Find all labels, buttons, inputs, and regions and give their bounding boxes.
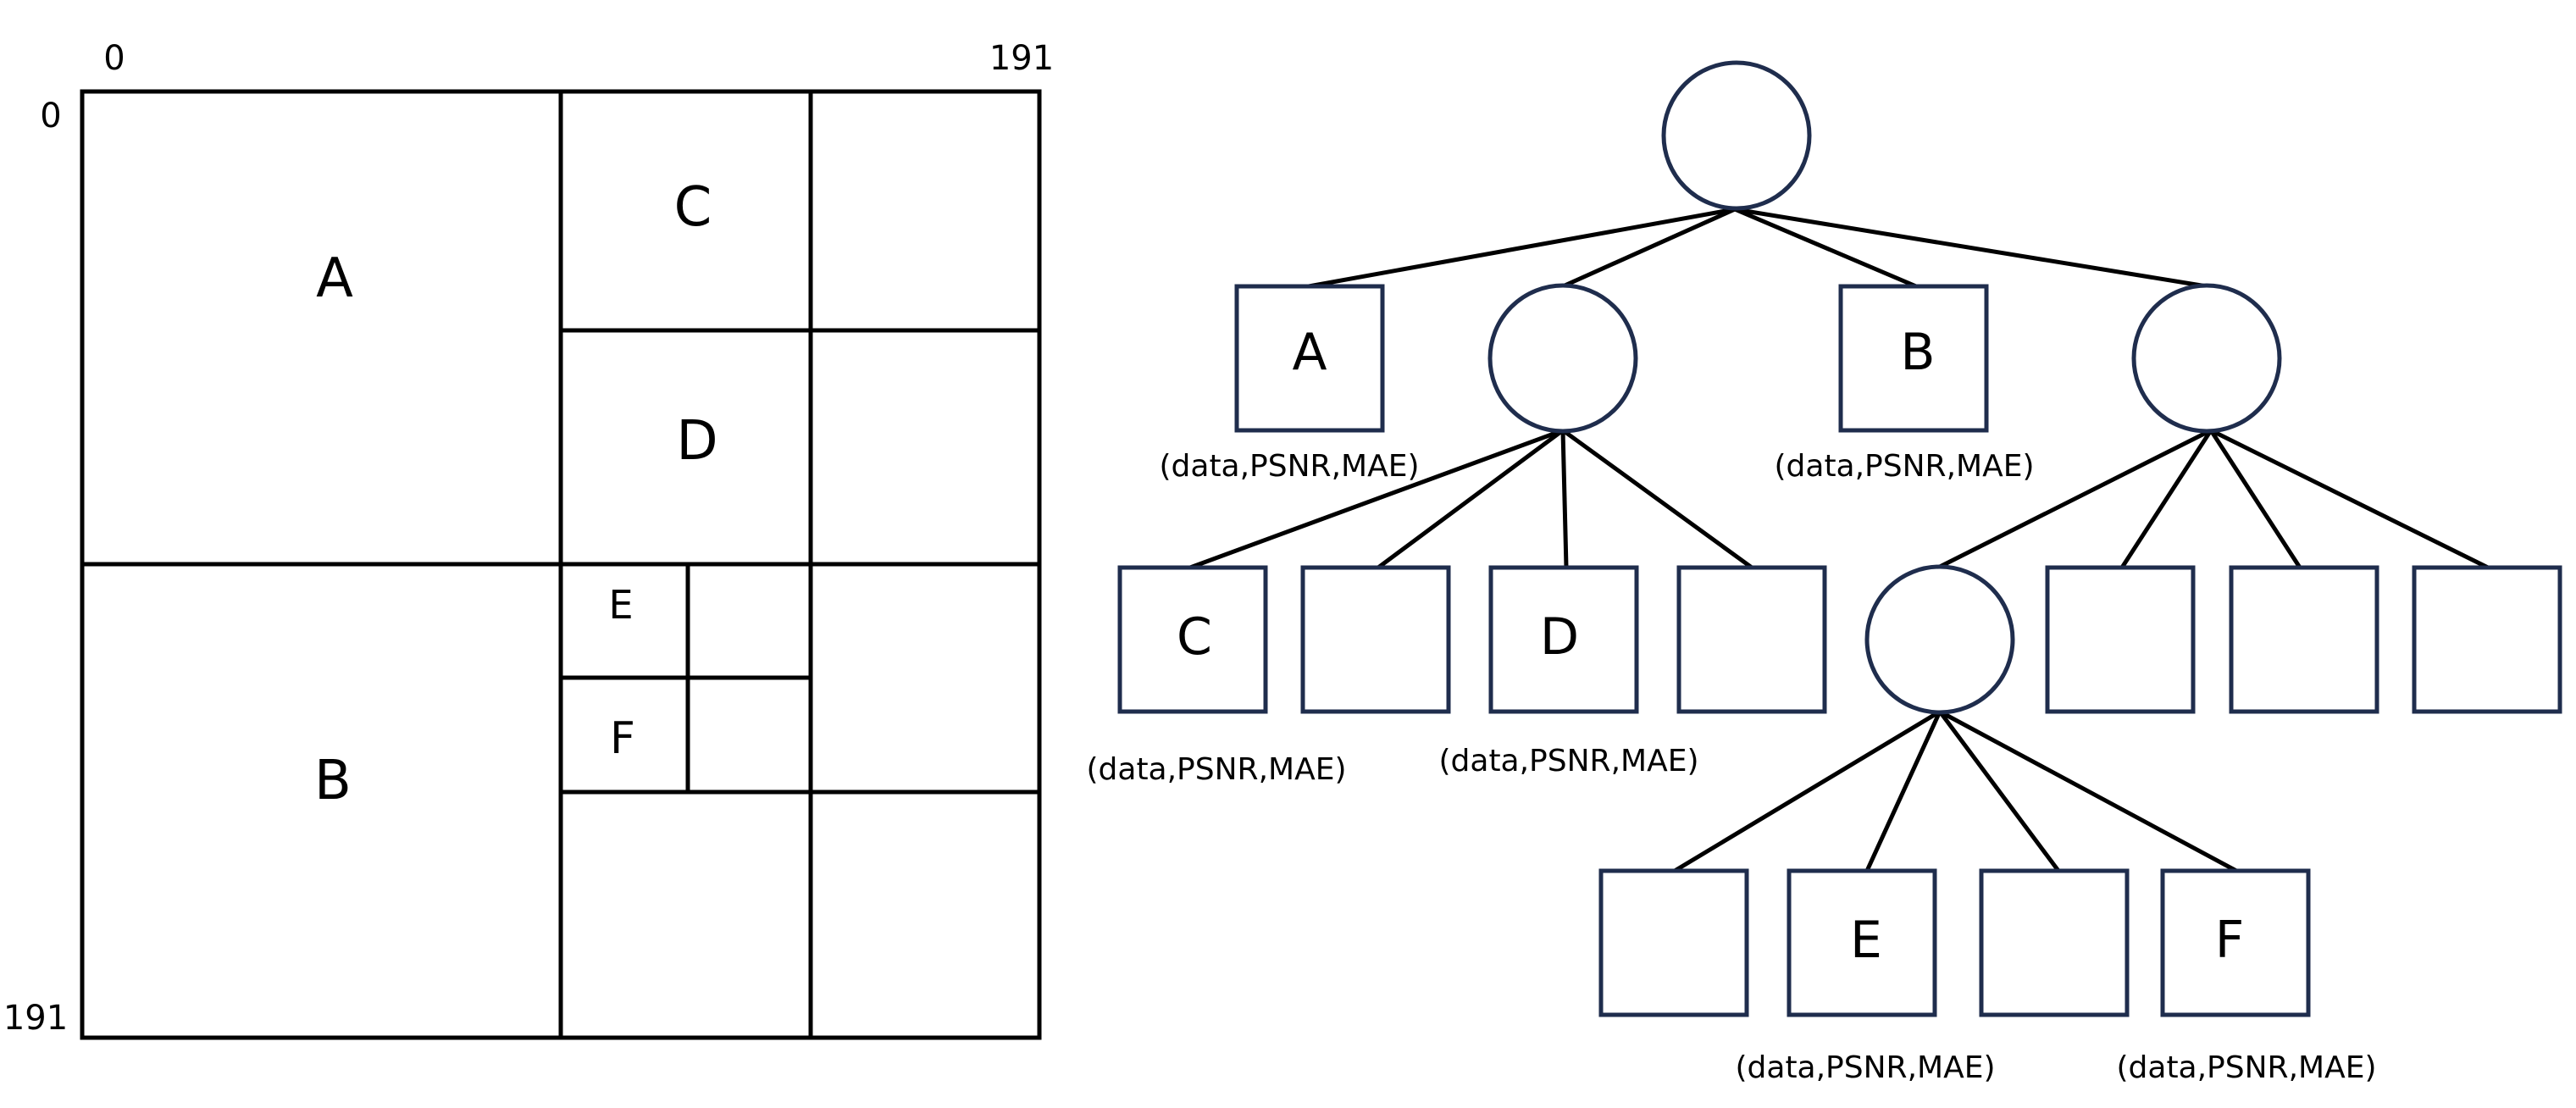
edge-root-n2 xyxy=(1734,207,2208,289)
tree-leaf-d: D xyxy=(1488,565,1639,714)
axis-label-y-end: 191 xyxy=(3,999,68,1038)
edge-n3-e xyxy=(1864,710,1942,873)
edge-root-b xyxy=(1734,207,1917,289)
quadtree: A B C D E F (data,PSNR xyxy=(1086,60,2562,1085)
tree-leaf-c: C xyxy=(1117,565,1268,714)
tree-leaf-label-c: C xyxy=(1177,607,1212,667)
edge-n3-f xyxy=(1938,709,2238,873)
tree-leaf-empty xyxy=(2412,565,2562,714)
region-label-c: C xyxy=(674,176,712,239)
tree-leaf-e: E xyxy=(1787,868,1937,1017)
tree-edges xyxy=(1189,207,2490,873)
edge-root-a xyxy=(1308,207,1736,289)
tree-leaf-a: A xyxy=(1234,284,1385,433)
region-label-f: F xyxy=(610,713,635,764)
tree-annotation-d: (data,PSNR,MAE) xyxy=(1438,744,1698,778)
tree-internal-node xyxy=(1864,564,2015,715)
tree-internal-node xyxy=(2131,283,2282,434)
edge-n3-leaf7 xyxy=(1937,710,2061,873)
tree-internal-node xyxy=(1487,283,1638,434)
edge-n2-n3 xyxy=(1936,428,2213,570)
edge-n2-leaf3 xyxy=(2119,429,2213,569)
axis-label-x-start: 0 xyxy=(103,39,125,78)
tree-root-node xyxy=(1661,60,1812,211)
edge-n1-d xyxy=(1560,429,1569,568)
axis-label-x-end: 191 xyxy=(989,39,1054,78)
edge-n1-leaf1 xyxy=(1377,428,1565,570)
region-label-e: E xyxy=(608,582,633,628)
tree-leaf-b: B xyxy=(1838,284,1989,433)
tree-annotation-b: (data,PSNR,MAE) xyxy=(1774,449,2034,484)
edge-n2-leaf4 xyxy=(2208,429,2302,569)
region-label-d: D xyxy=(676,410,717,473)
partition-grid: A B C D E F 0 191 0 191 xyxy=(3,39,1054,1040)
edge-n3-leaf6 xyxy=(1673,709,1942,873)
edge-root-n1 xyxy=(1561,207,1737,289)
axis-label-y-start: 0 xyxy=(40,97,61,136)
tree-leaf-label-e: E xyxy=(1850,911,1882,970)
tree-leaf-empty xyxy=(1300,565,1451,714)
tree-leaf-f: F xyxy=(2160,868,2311,1017)
tree-leaf-empty xyxy=(1598,868,1749,1017)
region-label-a: A xyxy=(316,247,353,310)
edge-n2-leaf5 xyxy=(2209,428,2490,570)
tree-annotation-f: (data,PSNR,MAE) xyxy=(2116,1050,2376,1085)
tree-leaf-label-f: F xyxy=(2215,911,2245,970)
tree-leaf-empty xyxy=(2045,565,2196,714)
tree-leaf-label-d: D xyxy=(1540,607,1579,667)
tree-leaf-label-b: B xyxy=(1900,323,1935,382)
tree-annotation-a: (data,PSNR,MAE) xyxy=(1159,449,1419,484)
tree-leaf-empty xyxy=(1676,565,1827,714)
region-label-b: B xyxy=(314,750,352,812)
edge-n1-leaf2 xyxy=(1561,428,1753,570)
tree-leaf-empty xyxy=(2229,565,2379,714)
tree-leaf-label-a: A xyxy=(1292,323,1327,382)
tree-annotation-e: (data,PSNR,MAE) xyxy=(1735,1050,1995,1085)
tree-leaf-empty xyxy=(1979,868,2130,1017)
tree-annotation-c: (data,PSNR,MAE) xyxy=(1086,752,1346,787)
edge-n1-c xyxy=(1189,428,1564,570)
